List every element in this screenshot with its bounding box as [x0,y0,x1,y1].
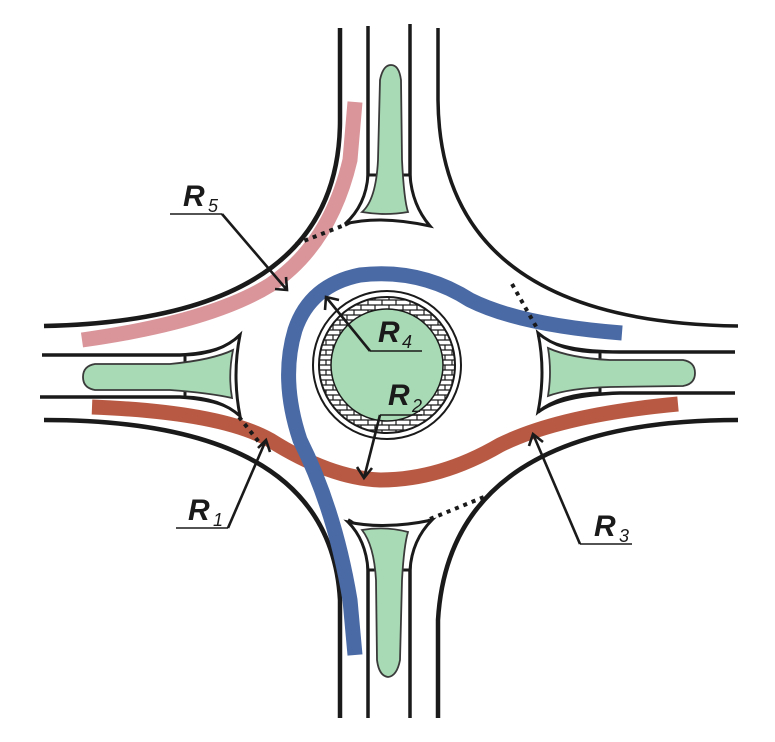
island-north [359,64,410,215]
curb-bottom-right [435,417,739,718]
label-r4-sub: 4 [402,332,412,352]
curb-top-right [436,28,739,328]
island-south [360,527,410,678]
island-west [82,348,235,400]
label-r5: R 5 [170,180,289,292]
label-r3-main: R [594,510,616,543]
label-r4-main: R [378,316,400,349]
label-r1-main: R [188,494,210,527]
label-r2-sub: 2 [411,396,422,416]
path-r5-right-turn [80,101,363,348]
path-r4-left-turn [281,266,623,656]
label-r5-main: R [183,180,205,213]
label-r5-sub: 5 [208,196,219,216]
label-r2: R 2 [355,379,422,481]
island-east [546,346,696,398]
curb-bottom-left [43,417,343,718]
label-r1-sub: 1 [213,510,223,530]
path-r1-r3-through [91,396,679,488]
curb-top-left [43,28,343,329]
dotted-line-south-east [429,495,485,521]
dotted-line-south-west [237,415,264,448]
label-r1: R 1 [176,437,272,530]
label-r3-sub: 3 [619,526,629,546]
label-r4: R 4 [323,295,422,352]
label-r3: R 3 [527,431,632,546]
label-r2-main: R [388,379,410,412]
